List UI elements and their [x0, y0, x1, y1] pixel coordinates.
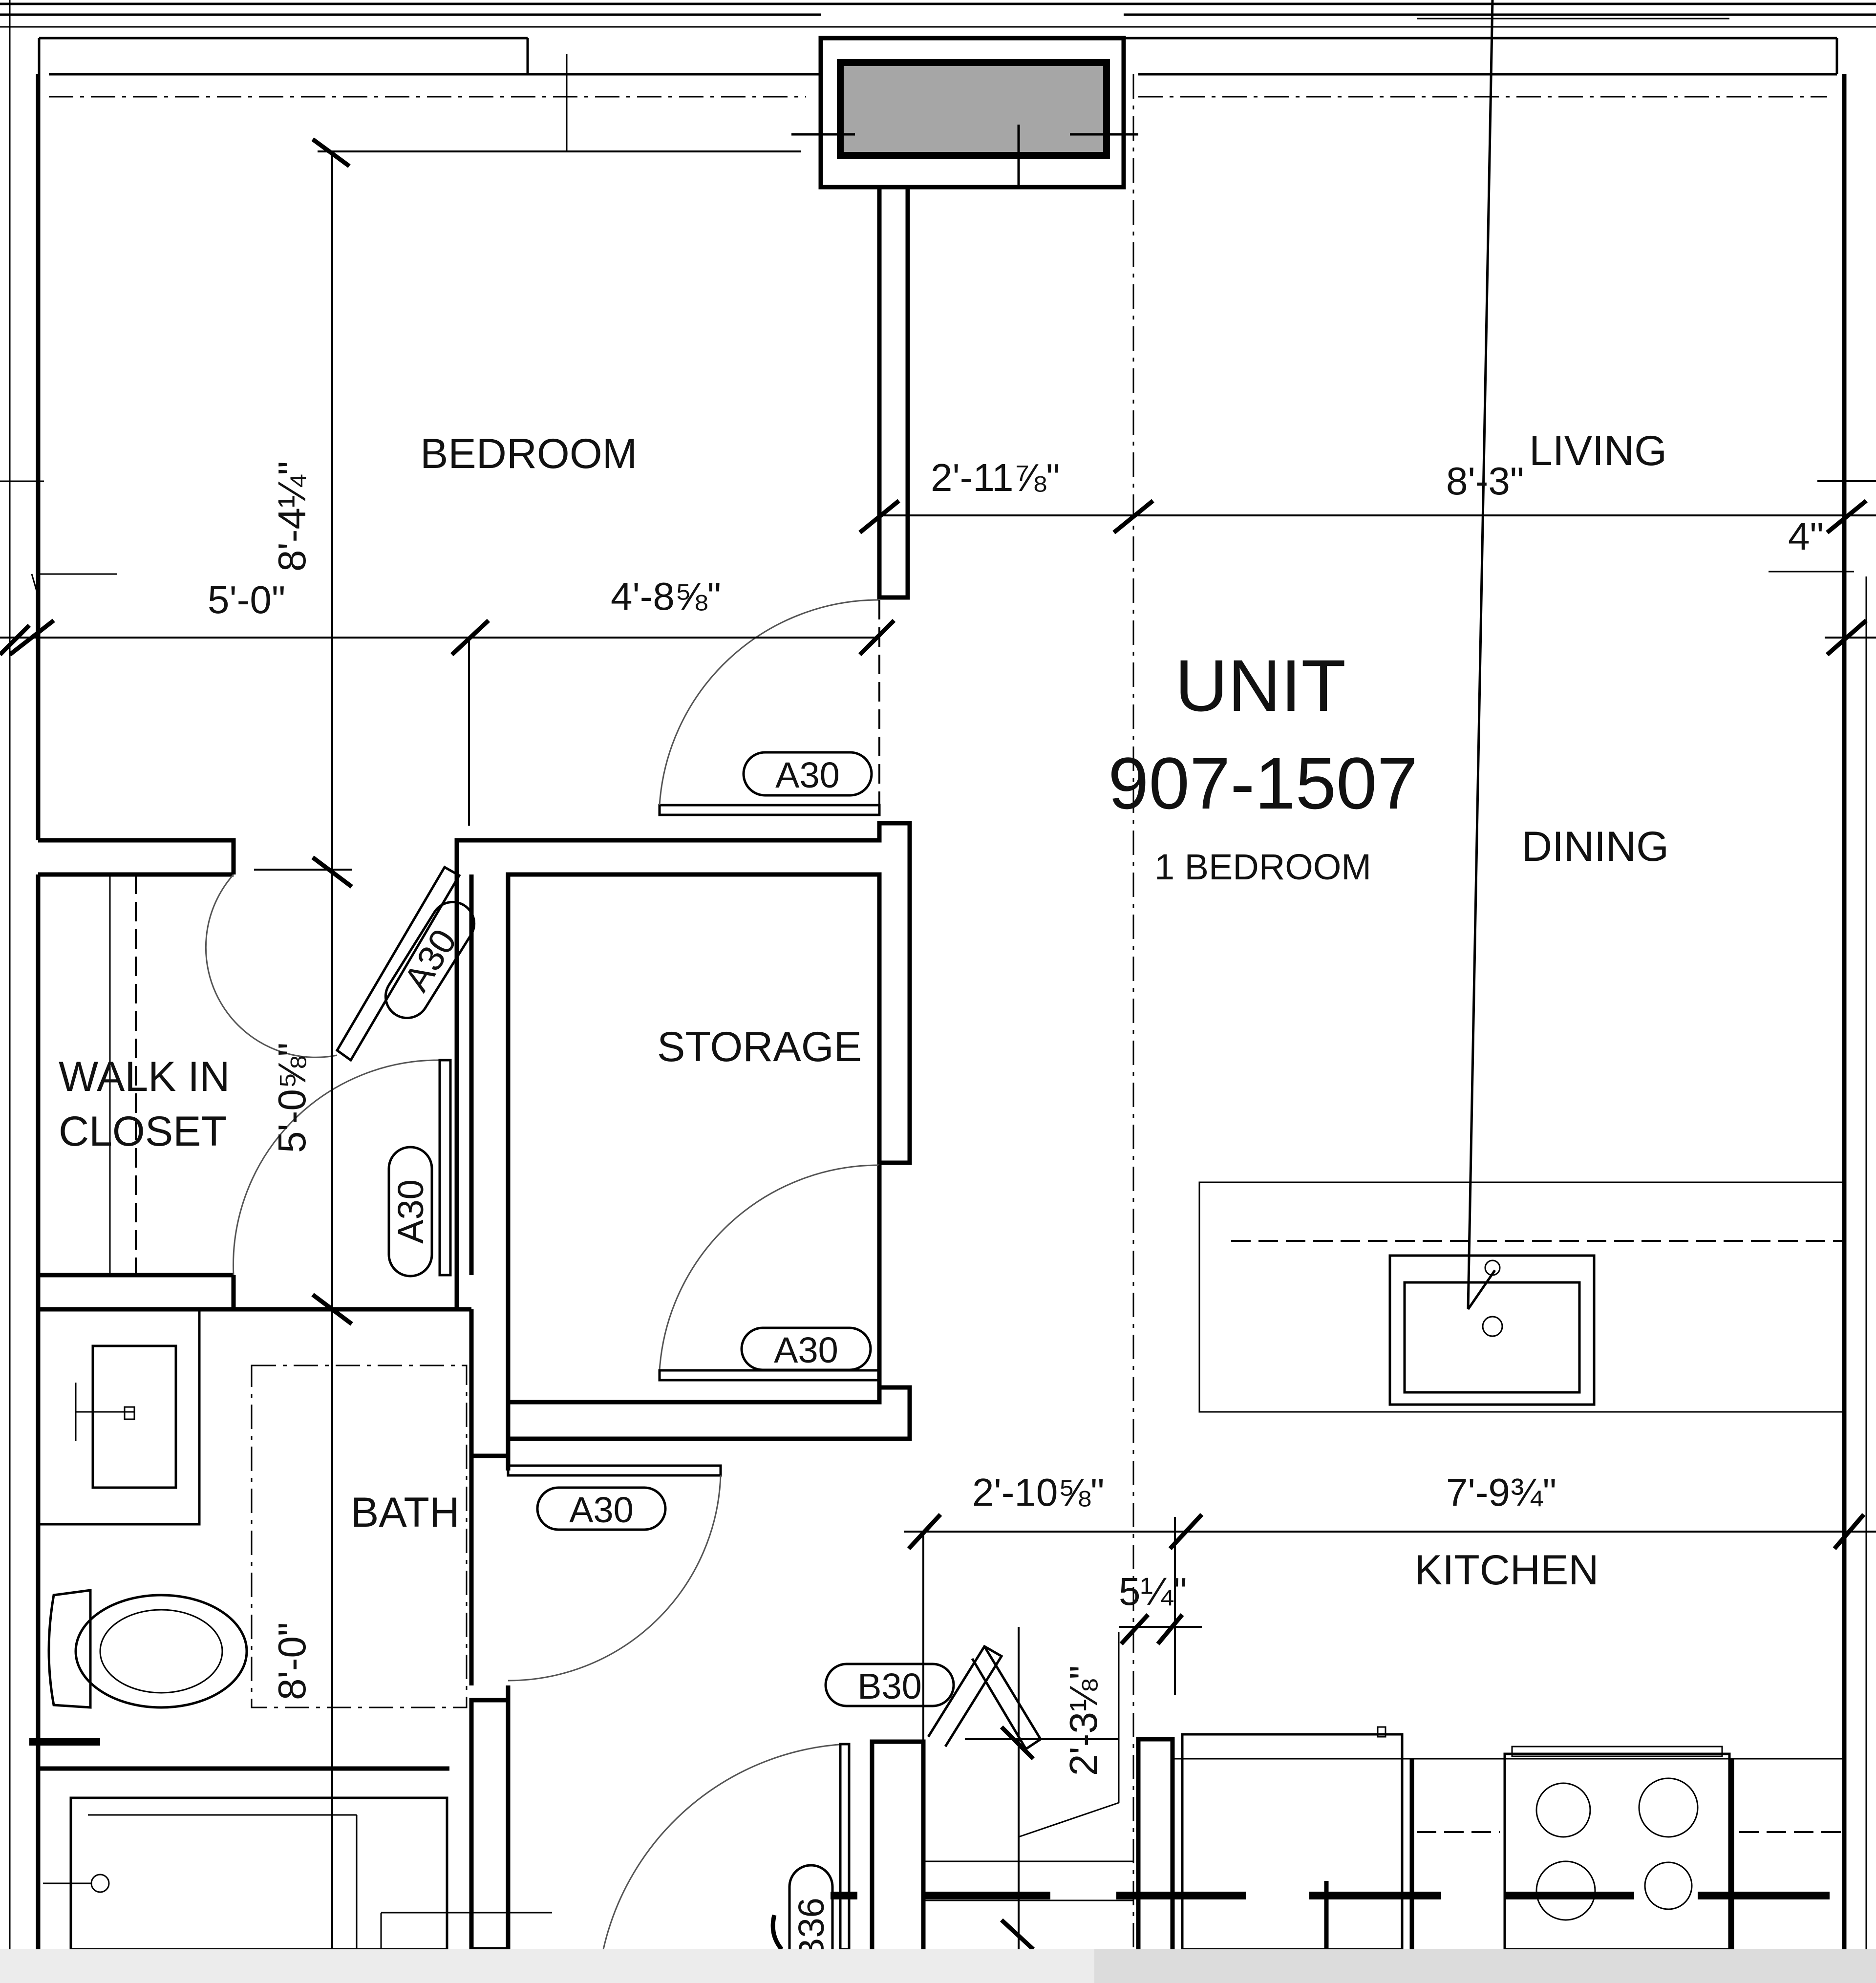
- door-tag-kitchen-bifold-text: B30: [857, 1666, 922, 1706]
- room-label-dining: DINING: [1522, 823, 1669, 870]
- room-label-living: LIVING: [1529, 427, 1667, 474]
- bath-fixtures: [37, 1308, 468, 1893]
- door-tag-closet: A30: [387, 1146, 433, 1278]
- dim-kitchen-width: 7'-9¾": [1446, 1471, 1556, 1514]
- unit-type: 1 BEDROOM: [1154, 847, 1371, 887]
- dim-kitchen-depth: 2'-3⅛": [1062, 1665, 1105, 1776]
- mechanical-chase: [566, 36, 1138, 190]
- door-tag-closet-bifold: A30: [384, 900, 476, 1020]
- room-label-walkin-line2: CLOSET: [59, 1108, 227, 1155]
- dim-kitchen-entry: 2'-10⅝": [972, 1471, 1105, 1514]
- dim-living-offset: 4": [1788, 514, 1824, 558]
- door-tag-storage-text: A30: [774, 1330, 838, 1370]
- room-label-kitchen: KITCHEN: [1414, 1547, 1599, 1594]
- door-tag-bedroom: A30: [742, 751, 873, 797]
- unit-number: 907-1507: [1108, 742, 1418, 824]
- door-swings: [205, 599, 1043, 1951]
- dim-living-width: 8'-3": [1446, 459, 1524, 503]
- dimension-lines: [0, 137, 1876, 1951]
- dim-bedroom-height: 8'-4¼": [270, 461, 314, 572]
- door-tag-kitchen-bifold: B30: [824, 1663, 955, 1707]
- dim-hall-width: 2'-11⅞": [931, 456, 1060, 499]
- entry-door-arc-stub: [770, 1914, 784, 1951]
- room-label-bath: BATH: [351, 1489, 460, 1536]
- dim-bath-height: 8'-0": [270, 1622, 314, 1700]
- interior-walls: [29, 74, 1867, 1954]
- room-label-storage: STORAGE: [657, 1023, 862, 1070]
- door-tag-closet-text: A30: [390, 1179, 431, 1244]
- door-tag-bath: A30: [536, 1486, 667, 1531]
- door-tag-storage: A30: [740, 1326, 872, 1371]
- bottom-scrollbar-thumb[interactable]: [1094, 1949, 1876, 1983]
- dim-bedroom-left: 5'-0": [208, 578, 285, 621]
- room-label-bedroom: BEDROOM: [420, 430, 637, 477]
- door-tag-bath-text: A30: [569, 1490, 634, 1530]
- room-label-walkin-line1: WALK IN: [59, 1053, 230, 1100]
- dim-closet-height: 5'-0⅝": [270, 1043, 314, 1153]
- unit-label: UNIT: [1175, 644, 1346, 726]
- dim-bedroom-right: 4'-8⅝": [611, 575, 721, 618]
- door-tag-bedroom-text: A30: [775, 755, 840, 795]
- dim-kitchen-jog: 5¼": [1119, 1570, 1187, 1613]
- kitchen-fixtures: [831, 0, 1845, 1951]
